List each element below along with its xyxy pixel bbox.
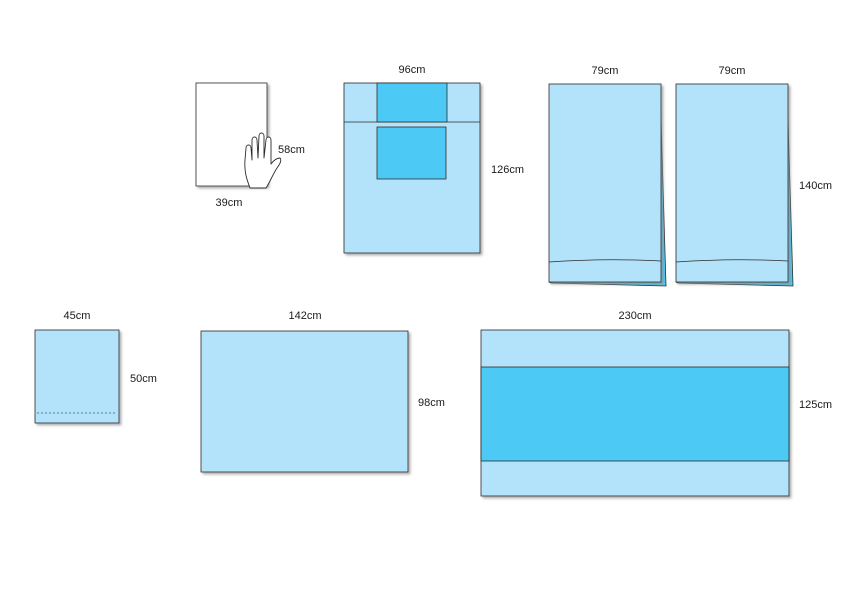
small-drape-height-label: 50cm bbox=[130, 373, 157, 385]
medium-drape: 142cm 98cm bbox=[200, 310, 445, 473]
folded-drape-1-width-label: 79cm bbox=[592, 65, 619, 77]
folded-drape-2-sheet bbox=[675, 83, 789, 283]
large-drape-height-label: 125cm bbox=[799, 399, 832, 411]
large-drape-center-band bbox=[480, 366, 790, 462]
small-drape-width-label: 45cm bbox=[64, 310, 91, 322]
drape-with-pockets-height-label: 126cm bbox=[491, 164, 524, 176]
small-drape: 45cm 50cm bbox=[34, 310, 157, 424]
folded-drape-2-width-label: 79cm bbox=[719, 65, 746, 77]
folded-drape-2: 79cm 140cm bbox=[675, 65, 832, 287]
large-drape-width-label: 230cm bbox=[618, 310, 651, 322]
folded-drape-2-hem bbox=[675, 259, 789, 263]
folded-drape-1-sheet bbox=[548, 83, 662, 283]
medium-drape-height-label: 98cm bbox=[418, 397, 445, 409]
folded-drape-1: 79cm bbox=[548, 65, 667, 287]
folded-drape-2-height-label: 140cm bbox=[799, 180, 832, 192]
hand-towel: 39cm 58cm bbox=[195, 82, 305, 209]
medium-drape-sheet bbox=[200, 330, 409, 473]
hand-icon bbox=[244, 132, 282, 189]
hand-towel-width-label: 39cm bbox=[216, 197, 243, 209]
small-drape-sheet bbox=[34, 329, 120, 424]
drape-top-pocket bbox=[376, 82, 448, 123]
folded-drape-1-hem bbox=[548, 259, 662, 263]
drape-with-pockets-width-label: 96cm bbox=[399, 64, 426, 76]
drape-center-pocket bbox=[376, 126, 447, 180]
drape-with-pockets: 96cm 126cm bbox=[343, 64, 524, 254]
medium-drape-width-label: 142cm bbox=[288, 310, 321, 322]
hand-towel-height-label: 58cm bbox=[278, 144, 305, 156]
large-drape-banded: 230cm 125cm bbox=[480, 310, 832, 497]
